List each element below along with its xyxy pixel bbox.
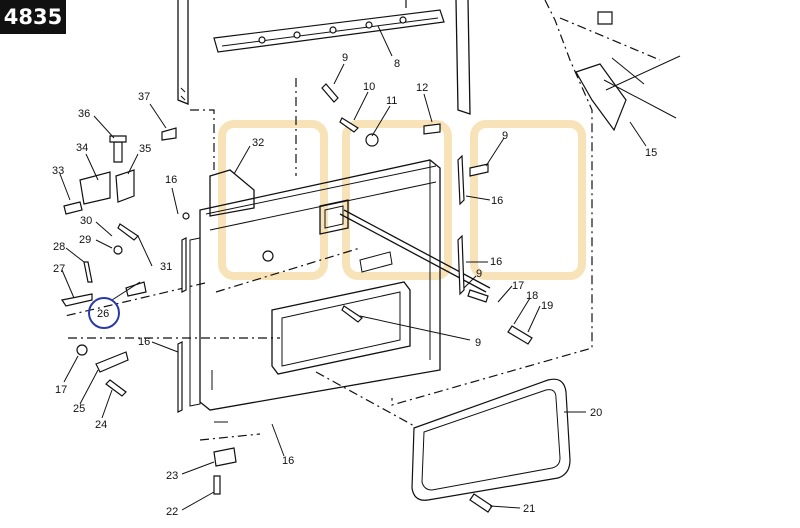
callout-17: 17 bbox=[55, 384, 67, 396]
vertical-rods-16 bbox=[177, 154, 465, 413]
callout-34: 34 bbox=[76, 142, 88, 154]
callout-32: 32 bbox=[252, 137, 264, 149]
callout-11: 11 bbox=[386, 95, 397, 107]
leader-lines bbox=[59, 25, 647, 511]
callout-12: 12 bbox=[416, 82, 428, 94]
watermark bbox=[218, 120, 586, 280]
diagram-number-badge: 4835 bbox=[0, 0, 66, 34]
callout-22: 22 bbox=[166, 506, 178, 518]
callout-10: 10 bbox=[363, 81, 375, 93]
callout-16: 16 bbox=[491, 195, 503, 207]
callout-9: 9 bbox=[342, 52, 348, 64]
regulator-part-15 bbox=[575, 55, 681, 132]
callout-9: 9 bbox=[502, 130, 508, 142]
callout-28: 28 bbox=[53, 241, 65, 253]
callout-20: 20 bbox=[590, 407, 602, 419]
callout-25: 25 bbox=[73, 403, 85, 415]
callout-16: 16 bbox=[490, 256, 502, 268]
door-frame-posts bbox=[177, 0, 471, 115]
callout-16: 16 bbox=[138, 336, 150, 348]
callout-37: 37 bbox=[138, 91, 150, 103]
callout-16: 16 bbox=[282, 455, 294, 467]
callout-33: 33 bbox=[52, 165, 64, 177]
callout-9: 9 bbox=[476, 268, 482, 280]
hardware-parts bbox=[61, 11, 613, 513]
window-channel-part-8 bbox=[213, 9, 445, 53]
callout-15: 15 bbox=[645, 147, 657, 159]
callout-19: 19 bbox=[541, 300, 553, 312]
callout-8: 8 bbox=[394, 58, 400, 70]
callout-17: 17 bbox=[512, 280, 524, 292]
callout-29: 29 bbox=[79, 234, 91, 246]
callout-35: 35 bbox=[139, 143, 151, 155]
callout-26: 26 bbox=[97, 308, 109, 320]
hinge-assembly bbox=[63, 135, 135, 215]
callout-18: 18 bbox=[526, 290, 538, 302]
callout-30: 30 bbox=[80, 215, 92, 227]
callout-16: 16 bbox=[165, 174, 177, 186]
callout-36: 36 bbox=[78, 108, 90, 120]
callout-26-highlight-ring bbox=[88, 297, 120, 329]
callout-24: 24 bbox=[95, 419, 107, 431]
door-panel bbox=[189, 159, 441, 423]
window-frame-part-20 bbox=[411, 378, 571, 501]
callout-21: 21 bbox=[523, 503, 535, 515]
callout-31: 31 bbox=[160, 261, 172, 273]
callout-9: 9 bbox=[475, 337, 481, 349]
callout-labels: 8 9 10 11 12 9 15 37 36 32 34 35 33 16 1… bbox=[52, 52, 657, 518]
callout-23: 23 bbox=[166, 470, 178, 482]
callout-27: 27 bbox=[53, 263, 65, 275]
